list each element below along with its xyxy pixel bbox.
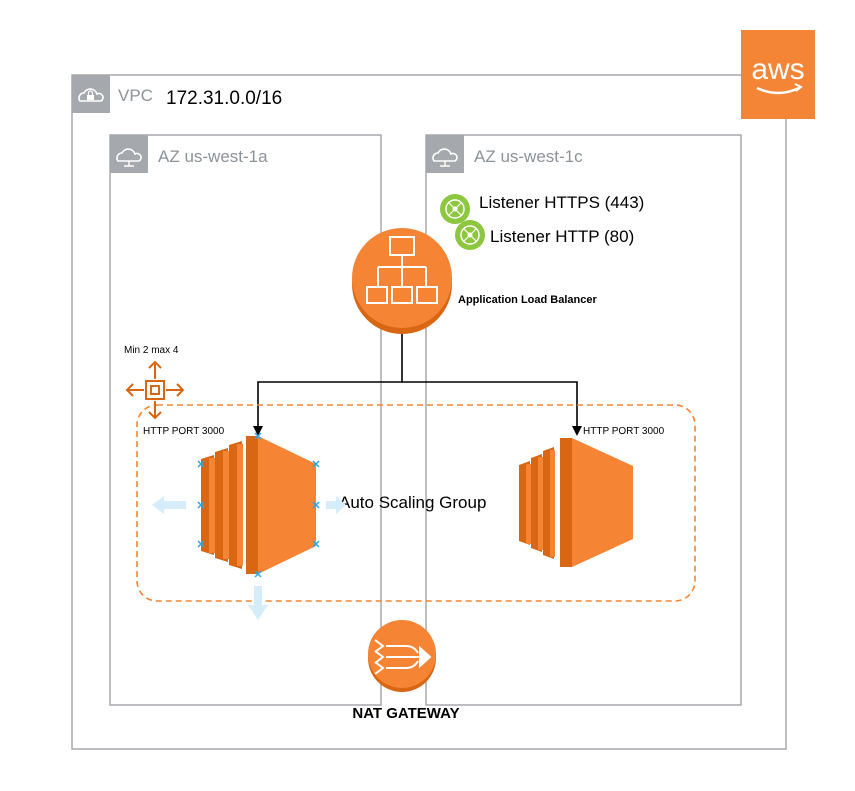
load-balancer-icon <box>352 228 452 334</box>
alb-arrowhead-left <box>253 426 263 436</box>
instance-port-label-left: HTTP PORT 3000 <box>143 426 225 437</box>
az-left-container <box>109 134 382 706</box>
instance-port-label-right: HTTP PORT 3000 <box>583 426 665 437</box>
nat-gateway-icon <box>368 620 436 692</box>
cloud-lock-icon <box>72 75 110 113</box>
auto-scaling-group-label: Auto Scaling Group <box>339 493 486 512</box>
ec2-instance-icon[interactable] <box>519 438 633 567</box>
vpc-container <box>71 74 787 750</box>
alb-connector <box>257 334 403 432</box>
nat-gateway-label: NAT GATEWAY <box>352 705 459 722</box>
cloud-network-icon <box>426 135 464 173</box>
az-right-label: AZ us-west-1c <box>474 147 583 166</box>
alb-connector <box>402 381 578 432</box>
az-right-container <box>425 134 742 706</box>
cloud-network-icon <box>110 135 148 173</box>
scaling-label: Min 2 max 4 <box>124 345 179 356</box>
vpc-cidr: 172.31.0.0/16 <box>166 88 282 109</box>
aws-logo-icon: aws <box>741 30 815 119</box>
listener-icon <box>455 220 485 250</box>
listener-https-label: Listener HTTPS (443) <box>479 193 644 212</box>
drag-hint-arrows <box>152 496 346 620</box>
listener-http-label: Listener HTTP (80) <box>490 227 634 246</box>
auto-scaling-icon <box>125 360 185 420</box>
selection-handles <box>197 432 320 578</box>
vpc-label: VPC <box>118 86 153 105</box>
ec2-instance-icon[interactable] <box>201 436 316 574</box>
alb-arrowhead-right <box>572 426 582 436</box>
auto-scaling-group-box <box>136 404 696 602</box>
aws-logo-text: aws <box>751 53 804 86</box>
az-left-label: AZ us-west-1a <box>158 147 268 166</box>
load-balancer-label: Application Load Balancer <box>458 294 597 306</box>
listener-icon <box>440 194 470 224</box>
